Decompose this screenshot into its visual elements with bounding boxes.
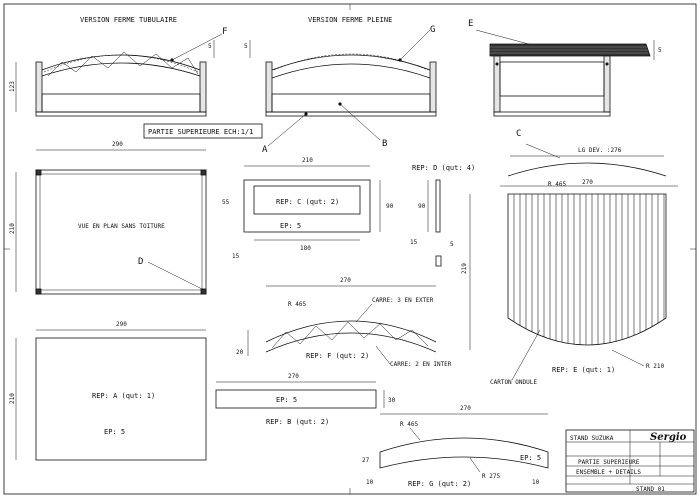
label-A: A xyxy=(262,145,268,155)
partD-dim-15: 15 xyxy=(410,239,418,246)
partF-dim-20: 20 xyxy=(236,349,244,356)
dim-123: 123 xyxy=(9,81,16,92)
partG-dim-27: 27 xyxy=(362,457,370,464)
partC-dim-180: 180 xyxy=(300,245,311,252)
partG-radius-top: R 465 xyxy=(400,421,418,428)
section-title-box: PARTIE SUPERIEURE ECH:1/1 xyxy=(143,123,263,139)
partB-ep: EP: 5 xyxy=(276,396,297,404)
partE-material: CARTON ONDULE xyxy=(490,379,537,386)
view-full-truss: VERSION FERME PLEINE G B A 5 xyxy=(244,16,437,155)
corrugation-lines xyxy=(513,194,665,345)
dim-5-tubular: 5 xyxy=(208,43,212,50)
partA-ep: EP: 5 xyxy=(104,428,125,436)
partD-dim-90: 90 xyxy=(418,203,426,210)
tubular-title: VERSION FERME TUBULAIRE xyxy=(80,16,177,24)
view-plan: 290 210 VUE EN PLAN SANS TOITURE D xyxy=(9,141,207,295)
border-ticks xyxy=(4,4,696,494)
svg-text:5: 5 xyxy=(658,47,662,54)
partC-dim-210: 210 xyxy=(302,157,313,164)
partG-dim-10a: 10 xyxy=(366,479,374,486)
part-D: REP: D (qut: 4) 90 15 5 xyxy=(410,164,475,267)
view-side-roof: E 5 xyxy=(468,19,662,117)
partC-dim-15: 15 xyxy=(232,253,240,260)
label-E: E xyxy=(468,19,473,29)
tb-project: STAND SUZUKA xyxy=(570,435,614,442)
tb-signature: Sergio xyxy=(650,432,687,443)
partC-ep: EP: 5 xyxy=(280,222,301,230)
partE-radius-top: R 465 xyxy=(548,181,566,188)
partG-dim-10b: 10 xyxy=(532,479,540,486)
part-E: C LG DEV. :276 R 465 270 219 REP: E (qut… xyxy=(461,129,678,386)
label-C: C xyxy=(516,129,521,139)
partF-rep: REP: F (qut: 2) xyxy=(306,352,369,360)
partF-carre2: CARRE: 2 EN INTER xyxy=(390,361,452,368)
partE-dim-219: 219 xyxy=(461,263,468,274)
partE-radius-bottom: R 210 xyxy=(646,363,664,370)
part-G: 270 R 465 R 275 27 10 10 REP: G (qut: 2)… xyxy=(362,405,549,488)
tb-part: PARTIE SUPERIEURE xyxy=(578,459,640,466)
partE-lg: LG DEV. :276 xyxy=(578,147,622,154)
part-C: 210 REP: C (qut: 2) EP: 5 55 90 180 15 xyxy=(222,157,394,260)
section-title: PARTIE SUPERIEURE ECH:1/1 xyxy=(148,128,253,136)
partA-dim-210: 210 xyxy=(9,393,16,404)
plan-dim-290: 290 xyxy=(112,141,123,148)
label-B: B xyxy=(382,139,387,149)
part-A: 290 210 REP: A (qut: 1) EP: 5 xyxy=(9,321,207,461)
partG-radius-bottom: R 275 xyxy=(482,473,500,480)
partE-rep: REP: E (qut: 1) xyxy=(552,366,615,374)
partC-rep: REP: C (qut: 2) xyxy=(276,198,339,206)
plan-caption: VUE EN PLAN SANS TOITURE xyxy=(78,223,165,230)
partB-dim-270: 270 xyxy=(288,373,299,380)
partF-dim-270: 270 xyxy=(340,277,351,284)
tb-subtitle: ENSEMBLE + DETAILS xyxy=(576,469,641,476)
part-B: 270 EP: 5 30 REP: B (qut: 2) xyxy=(215,373,396,426)
title-block: STAND SUZUKA Sergio PARTIE SUPERIEURE EN… xyxy=(565,429,695,493)
part-F: 270 R 465 CARRE: 3 EN EXTER CARRE: 2 EN … xyxy=(236,277,452,368)
partG-ep: EP: 5 xyxy=(520,454,541,462)
full-title: VERSION FERME PLEINE xyxy=(308,16,392,24)
partG-rep: REP: G (qut: 2) xyxy=(408,480,471,488)
partD-dim-5: 5 xyxy=(450,241,454,248)
partF-carre3: CARRE: 3 EN EXTER xyxy=(372,297,434,304)
partC-dim-55: 55 xyxy=(222,199,230,206)
label-D: D xyxy=(138,257,143,267)
view-tubular-truss: VERSION FERME TUBULAIRE F 123 5 xyxy=(9,16,227,117)
partD-rep: REP: D (qut: 4) xyxy=(412,164,475,172)
partE-dim-270: 270 xyxy=(582,179,593,186)
plan-dim-210: 210 xyxy=(9,223,16,234)
partB-rep: REP: B (qut: 2) xyxy=(266,418,329,426)
partA-dim-290: 290 xyxy=(116,321,127,328)
partF-radius: R 465 xyxy=(288,301,306,308)
partB-dim-30: 30 xyxy=(388,397,396,404)
tb-footer: STAND 01 xyxy=(636,486,665,493)
partC-dim-90: 90 xyxy=(386,203,394,210)
label-F: F xyxy=(222,27,227,37)
partA-rep: REP: A (qut: 1) xyxy=(92,392,155,400)
dim-5-full: 5 xyxy=(244,43,248,50)
label-G: G xyxy=(430,25,435,35)
partG-dim-270: 270 xyxy=(460,405,471,412)
